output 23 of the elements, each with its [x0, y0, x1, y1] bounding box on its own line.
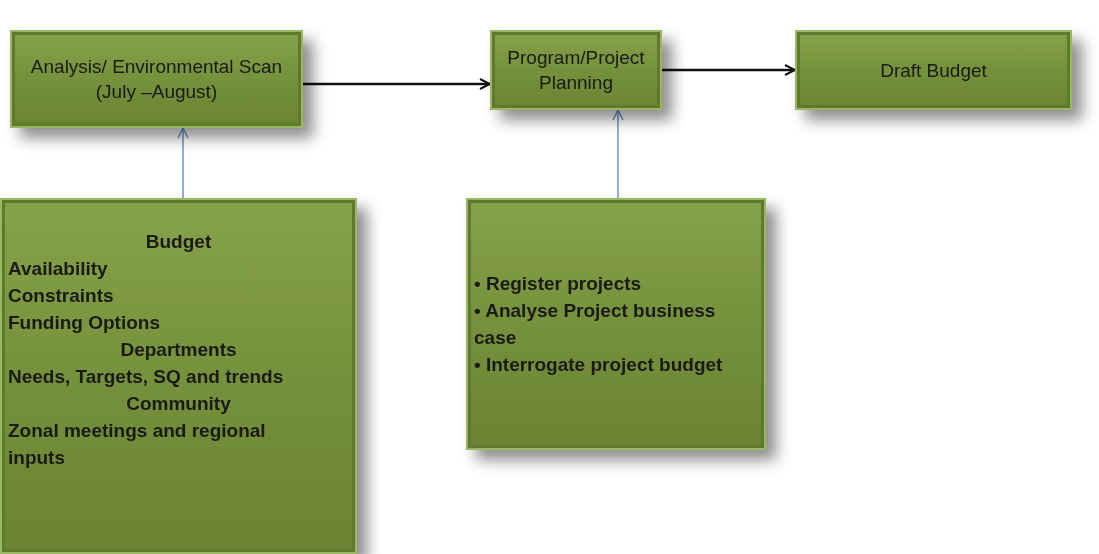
process-box [10, 30, 303, 128]
process-box [0, 198, 357, 554]
box-text: Draft Budget [879, 58, 988, 83]
process-box [490, 30, 662, 110]
section-heading: Community [125, 392, 232, 416]
arrow [612, 109, 624, 199]
section-heading: Budget [144, 230, 213, 254]
box-text: Zonal meetings and regional inputs [7, 419, 267, 470]
box-text: • Interrogate project budget [473, 353, 724, 377]
arrow [303, 78, 491, 90]
box-text: Analysis/ Environmental Scan (July –August) [29, 55, 284, 104]
box-text: Constraints [7, 284, 115, 308]
box-text: Funding Options [7, 311, 161, 335]
process-box [466, 198, 766, 450]
box-text: Program/Project Planning [506, 46, 646, 95]
box-text: • Register projects [473, 272, 643, 296]
arrow [662, 64, 796, 76]
box-text: Availability [7, 257, 109, 281]
section-heading: Departments [119, 338, 238, 362]
arrow [177, 127, 189, 199]
box-text: • Analyse Project business case [473, 299, 717, 350]
box-text: Needs, Targets, SQ and trends [7, 365, 285, 389]
process-box [795, 30, 1072, 110]
